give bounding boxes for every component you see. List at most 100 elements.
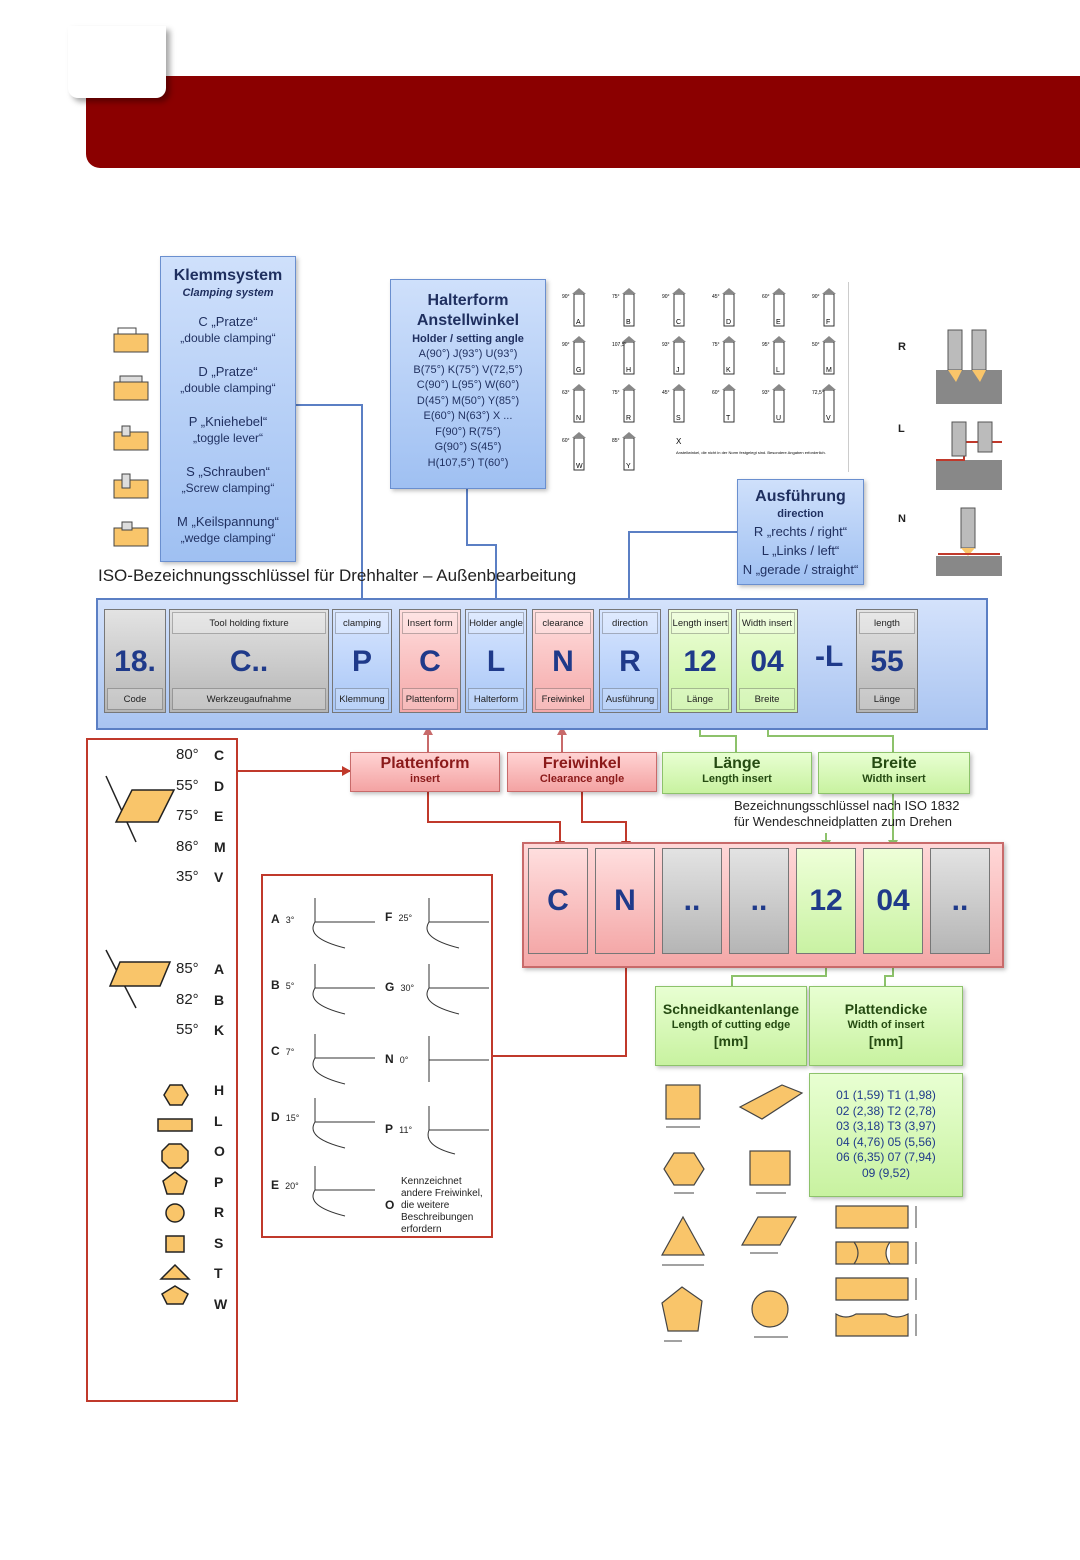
holder-shape-x: X	[676, 437, 682, 446]
holder-lines: A(90°) J(93°) U(93°)B(75°) K(75°) V(72,5…	[391, 347, 545, 471]
shape-letter: R	[214, 1204, 225, 1220]
clearance-angle-panel: A 3°B 5°C 7°D 15°E 20° F 25°G 30°N 0°P 1…	[261, 874, 493, 1238]
clearance-item: N 0°	[385, 1052, 409, 1066]
holder-angle-line: C(90°) L(95°) W(60°)	[416, 379, 520, 391]
holder-shape: U93°	[762, 384, 786, 423]
holder-angle-line: A(90°) J(93°) U(93°)	[418, 348, 518, 360]
holder-shape: A 90°	[562, 288, 586, 327]
shape-letter: O	[214, 1143, 225, 1159]
shape-angle: 85°	[176, 960, 199, 977]
holder-shape-letter: Y	[626, 463, 631, 470]
code-cell: Length insert 12 Länge	[668, 609, 732, 713]
shape-angle: 75°	[176, 807, 199, 824]
laenge-label: Länge Length insert	[662, 752, 812, 794]
code2-cell: ..	[662, 848, 722, 954]
code-cell-bottom-label: Ausführung	[602, 688, 658, 710]
holder-shape: E 60°	[762, 288, 786, 327]
code-cell: 18. Code	[104, 609, 166, 713]
clearance-item: F 25°	[385, 910, 413, 924]
direction-subtitle: direction	[777, 508, 824, 520]
shape-letter: E	[214, 808, 224, 824]
holder-shape-angle: 60°	[712, 390, 720, 396]
cutting-edge-shapes	[656, 1075, 806, 1355]
code-cell-value: R	[619, 645, 641, 678]
code-cell-value: C	[419, 645, 441, 678]
code2-cell: ..	[729, 848, 789, 954]
direction-images: R L N	[894, 322, 1006, 582]
holder-shape-angle: 45°	[662, 390, 670, 396]
holder-shape-angle: 93°	[662, 342, 670, 348]
holder-shape-angle: 90°	[562, 294, 570, 300]
clearance-item: B 5°	[271, 978, 295, 992]
shape-letter: L	[214, 1112, 223, 1129]
holder-shape-letter: M	[826, 367, 832, 374]
shape-letter: V	[214, 869, 224, 885]
clearance-item: C 7°	[271, 1044, 295, 1058]
holder-angle-line: G(90°) S(45°)	[434, 441, 502, 453]
holder-shape-letter: E	[776, 319, 781, 326]
holder-shape-angle: 90°	[662, 294, 670, 300]
holder-shape-letter: V	[826, 415, 831, 422]
holder-shape-angle: 107,5°	[612, 342, 627, 348]
clamping-icons	[108, 320, 154, 548]
code-cell: Holder angle L Halterform	[465, 609, 527, 713]
shape-letter: B	[214, 991, 225, 1008]
direction-letter-r: R	[898, 341, 906, 353]
holder-shape: J93°	[662, 336, 686, 375]
holder-shape-letter: T	[726, 415, 731, 422]
holder-title-1: Halterform	[427, 292, 509, 309]
code-cell: Insert form C Plattenform	[399, 609, 461, 713]
holder-shape-angle: 95°	[762, 342, 770, 348]
code-cell-value: 12	[683, 645, 717, 678]
clamping-title: Klemmsystem	[173, 267, 283, 284]
code-cell: length 55 Länge	[856, 609, 918, 713]
code-cell: Tool holding fixture C.. Werkzeugaufnahm…	[169, 609, 329, 713]
header-band	[86, 76, 1080, 168]
holder-shape-letter: L	[776, 367, 780, 374]
clamping-system-box: Klemmsystem Clamping system C „Pratze“„d…	[160, 256, 296, 562]
holder-shape-letter: B	[626, 319, 631, 326]
code-cell-value: 18.	[114, 645, 156, 678]
holder-angle-line: F(90°) R(75°)	[435, 425, 501, 438]
shape-angle: 55°	[176, 1021, 199, 1038]
code-cell: direction R Ausführung	[599, 609, 661, 713]
iso-title: ISO-Bezeichnungsschlüssel für Drehhalter…	[98, 566, 577, 585]
shape-letter: P	[214, 1173, 224, 1190]
code2-cell: N	[595, 848, 655, 954]
holder-shape: N63°	[562, 384, 586, 423]
code-cell: Width insert 04 Breite	[736, 609, 798, 713]
shape-angle: 80°	[176, 746, 199, 763]
shape-angle: 82°	[176, 990, 199, 1008]
holder-shape-letter: A	[576, 319, 581, 326]
shape-angle: 35°	[176, 868, 199, 885]
code-cell-top-label: Holder angle	[468, 612, 524, 634]
direction-letter-l: L	[898, 423, 905, 435]
thickness-box: Plattendicke Width of insert [mm]	[809, 986, 963, 1066]
code-cell-top-label: Length insert	[671, 612, 729, 634]
code2-cell: 04	[863, 848, 923, 954]
holder-shape-letter: K	[726, 367, 731, 374]
clamping-item: S „Schrauben“„Screw clamping“	[181, 464, 275, 495]
holder-shape-angle: 60°	[762, 294, 770, 300]
holder-shape: M 50°	[812, 336, 836, 375]
header-tab	[68, 26, 166, 98]
code-cell-top-label: direction	[602, 612, 658, 634]
holder-shape-angle: 90°	[812, 294, 820, 300]
code-cell-bottom-label: Klemmung	[335, 688, 389, 710]
thickness-values: 01 (1,59) T1 (1,98) 02 (2,38) T2 (2,78) …	[809, 1073, 963, 1197]
code-cell-bottom-label: Freiwinkel	[535, 688, 591, 710]
code-cell-top-label: clearance	[535, 612, 591, 634]
code-cell-bottom-label: Code	[107, 688, 163, 710]
holder-angle-line: H(107,5°) T(60°)	[427, 456, 509, 469]
shape-letter: T	[214, 1265, 223, 1281]
holder-shape-angle: 50°	[812, 342, 820, 348]
code-cell-top-label: Width insert	[739, 612, 795, 634]
iso1832-caption: Bezeichnungsschlüssel nach ISO 1832 für …	[734, 798, 960, 829]
code-cell: clamping P Klemmung	[332, 609, 392, 713]
code-cell-value: 04	[750, 645, 784, 678]
clamping-subtitle: Clamping system	[182, 287, 274, 299]
holder-shape-letter: C	[676, 319, 681, 326]
